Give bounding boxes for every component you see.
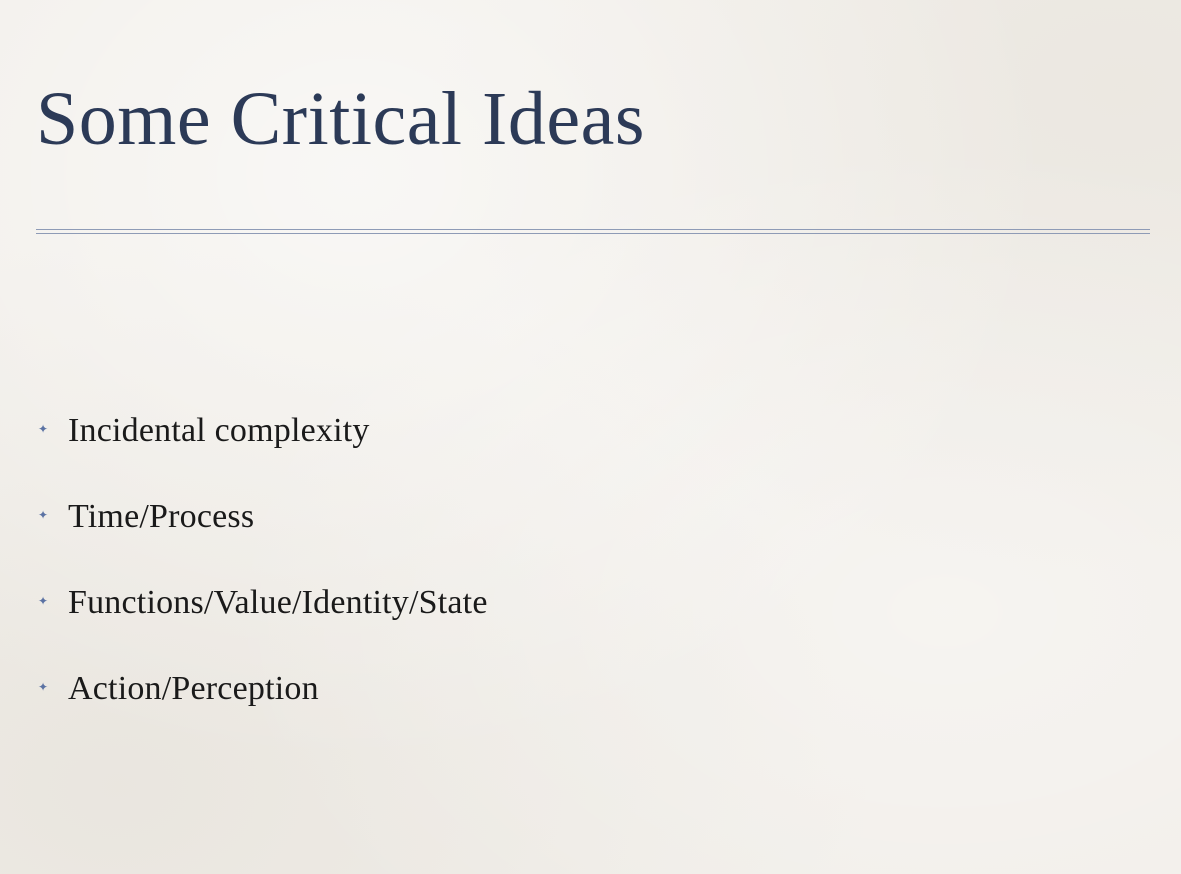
four-point-star-icon: ✦ — [37, 508, 49, 522]
bullet-item: ✦ Time/Process — [36, 490, 488, 544]
title-divider-top — [36, 229, 1150, 230]
bullet-text: Functions/Value/Identity/State — [68, 584, 488, 621]
bullet-item: ✦ Functions/Value/Identity/State — [36, 576, 488, 630]
four-point-star-icon: ✦ — [37, 422, 49, 436]
bullet-item: ✦ Incidental complexity — [36, 404, 488, 458]
four-point-star-icon: ✦ — [37, 680, 49, 694]
slide-title: Some Critical Ideas — [36, 77, 645, 161]
bullet-text: Action/Perception — [68, 670, 319, 707]
bullet-text: Incidental complexity — [68, 412, 370, 449]
four-point-star-icon: ✦ — [37, 594, 49, 608]
bullet-list: ✦ Incidental complexity ✦ Time/Process ✦… — [36, 404, 488, 748]
bullet-item: ✦ Action/Perception — [36, 662, 488, 716]
title-divider-bottom — [36, 233, 1150, 234]
bullet-text: Time/Process — [68, 498, 255, 535]
